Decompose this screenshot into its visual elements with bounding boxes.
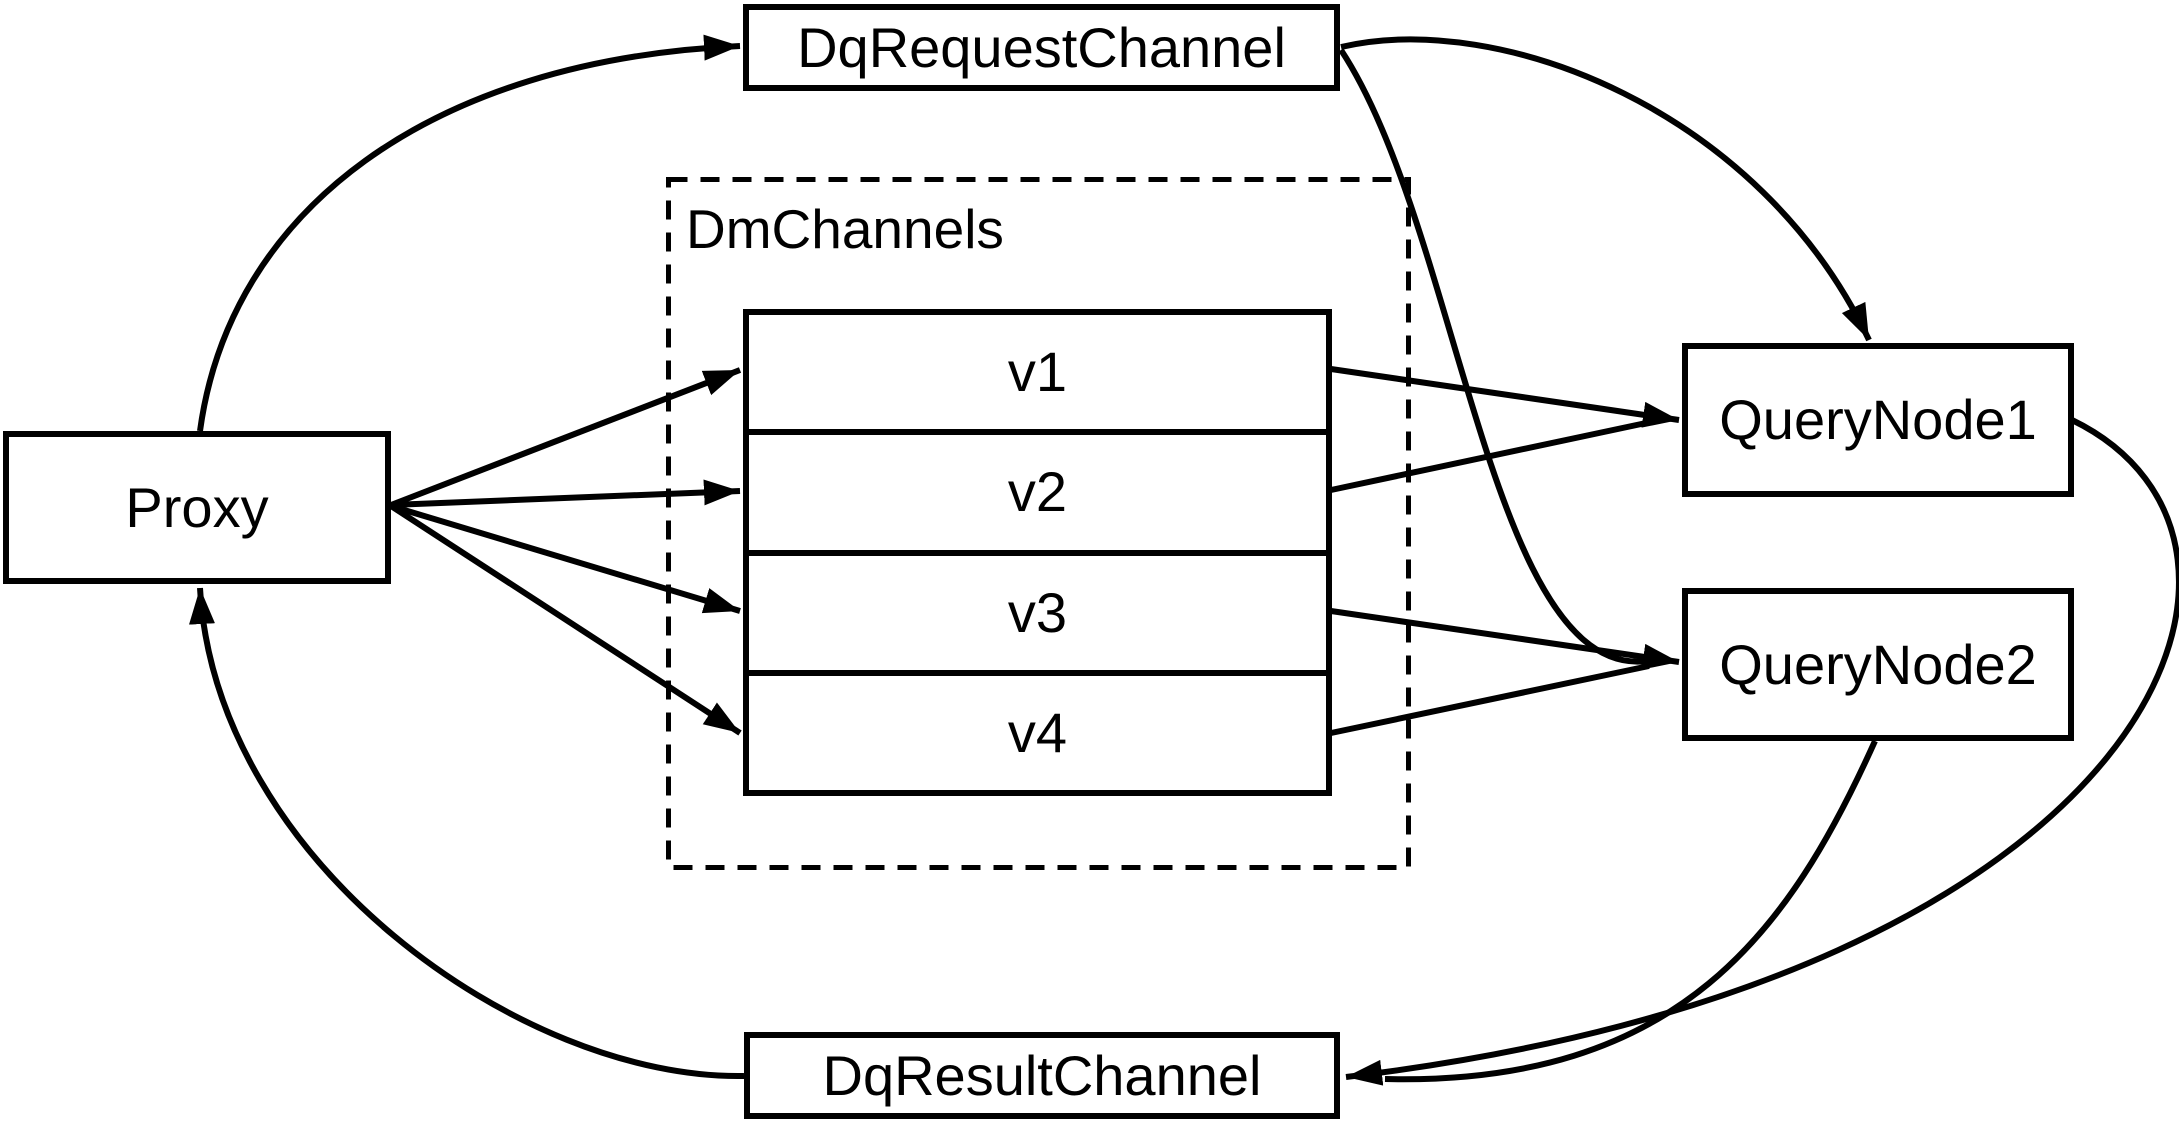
edge-proxy-to-v4 bbox=[389, 503, 742, 736]
dm-channel-row-v4: v4 bbox=[749, 669, 1326, 790]
dm-channels-group-border bbox=[666, 177, 1411, 870]
node-dq-result-channel: DqResultChannel bbox=[744, 1032, 1340, 1119]
edge-dq-result-to-proxy bbox=[189, 587, 745, 1080]
dm-channel-row-v2: v2 bbox=[749, 429, 1326, 549]
dm-channel-row-v1-label: v1 bbox=[1007, 340, 1068, 404]
edge-proxy-to-v1 bbox=[389, 367, 742, 508]
dm-channel-row-v4-label: v4 bbox=[1007, 700, 1068, 764]
node-query-node-1: QueryNode1 bbox=[1682, 343, 2074, 497]
node-proxy-label: Proxy bbox=[125, 475, 269, 539]
edge-dq-request-to-query-node-1 bbox=[1340, 36, 1872, 342]
dm-channel-row-v3: v3 bbox=[749, 549, 1326, 670]
node-query-node-2: QueryNode2 bbox=[1682, 588, 2074, 741]
node-proxy: Proxy bbox=[3, 431, 391, 584]
dm-channels-row-stack: v1 v2 v3 v4 bbox=[743, 309, 1332, 796]
edge-query-node-1-to-dq-result bbox=[1345, 417, 2179, 1086]
node-dq-request-channel: DqRequestChannel bbox=[743, 4, 1340, 91]
edge-proxy-to-dq-request-channel bbox=[197, 34, 741, 432]
node-query-node-2-label: QueryNode2 bbox=[1719, 632, 2037, 696]
edge-dq-request-to-query-node-2 bbox=[1338, 48, 1648, 665]
dm-channels-group-label: DmChannels bbox=[686, 198, 1004, 260]
edge-query-node-2-to-dq-result bbox=[1384, 739, 1878, 1083]
dm-channel-row-v1: v1 bbox=[749, 315, 1326, 429]
edge-proxy-to-v3 bbox=[390, 503, 741, 614]
node-dq-request-channel-label: DqRequestChannel bbox=[797, 15, 1286, 79]
edge-v3-to-query-node-2 bbox=[1330, 608, 1680, 670]
dm-channel-row-v2-label: v2 bbox=[1007, 460, 1068, 524]
node-dq-result-channel-label: DqResultChannel bbox=[822, 1043, 1262, 1107]
edge-v4-to-query-node-2 bbox=[1330, 663, 1650, 736]
edge-proxy-to-v2 bbox=[390, 479, 741, 508]
dm-channel-row-v3-label: v3 bbox=[1007, 580, 1068, 644]
node-query-node-1-label: QueryNode1 bbox=[1719, 388, 2037, 451]
edge-v1-to-query-node-1 bbox=[1330, 366, 1680, 428]
